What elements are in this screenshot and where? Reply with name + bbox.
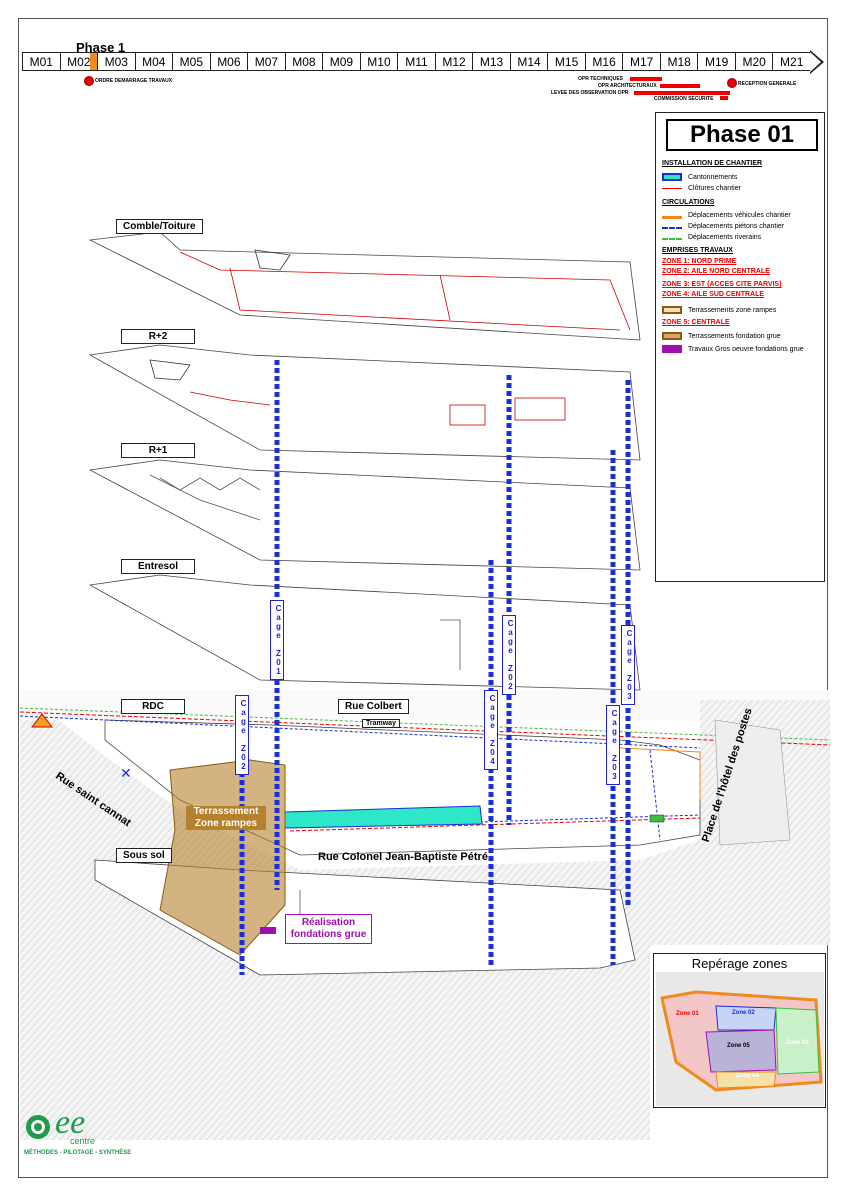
terr-rampes-swatch [662,306,682,314]
month-cell-m18: M18 [659,52,699,71]
opr-tech-bar [630,77,662,81]
legend-clotures: Clôtures chantier [688,185,741,192]
r1-plan [88,459,641,571]
month-cell-m01: M01 [22,52,61,71]
zone03-label: Zone 03 [786,1040,809,1046]
commission-bar [720,96,728,100]
start-milestone-label: ORDRE DEMARRAGE TRAVAUX [95,78,173,84]
month-cell-m11: M11 [397,52,436,71]
levee-label: LEVEE DES OBSERVATION OPR [551,90,629,96]
legend-terr-rampes: Terrassements zone rampes [688,307,777,314]
cage-z02-label-right: Cage Z02 [502,615,516,695]
logo-sub: centre [70,1136,96,1146]
month-cell-m21: M21 [772,52,811,71]
road-sign [30,713,54,728]
month-cell-m12: M12 [434,52,474,71]
note-terrassement: Terrassement Zone rampes [186,806,266,830]
legend-title: Phase 01 [666,119,818,151]
street-colbert: Rue Colbert [338,699,409,714]
month-cell-m09: M09 [322,52,361,71]
cage-z04-label: Cage Z04 [484,690,498,770]
legend-vehicules: Déplacements véhicules chantier [688,212,791,219]
floor-label-r2: R+2 [121,329,195,344]
cage-z03-label-right: Cage Z03 [621,625,635,705]
go-grue-swatch [662,345,682,353]
logo-name: ee [55,1104,86,1141]
pietons-swatch [662,227,682,229]
month-cell-m20: M20 [734,52,774,71]
month-cell-m17: M17 [622,52,661,71]
floor-label-rdc: RDC [121,699,185,714]
reception-label: RECEPTION GENERALE [738,81,797,87]
floor-label-entresol: Entresol [121,559,195,574]
zone05-label: Zone 05 [727,1043,750,1049]
legend-zone3: ZONE 3: EST (ACCES CITE PARVIS) [662,281,782,288]
floor-label-r1: R+1 [121,443,195,458]
cantonnements-swatch [662,173,682,181]
legend-zone1: ZONE 1: NORD PRIME [662,258,737,265]
opr-tech-label: OPR TECHNIQUES [578,76,624,82]
zones-map: Repérage zones Zone 01 Zone 02 Zone 03 Z… [653,953,826,1108]
floor-label-soussol: Sous sol [116,848,172,863]
street-petre: Rue Colonel Jean-Baptiste Pétré [318,851,488,863]
opr-archi-label: OPR ARCHITECTURAUX [598,83,657,89]
timeline-arrow-inner [810,52,821,72]
month-cell-m14: M14 [509,52,549,71]
cage-z03-label-left: Cage Z03 [606,705,620,785]
month-cell-m07: M07 [247,52,286,71]
zones-map-title: Repérage zones [691,956,788,971]
vehicules-swatch [662,216,682,219]
levee-bar [634,91,730,95]
month-cell-m06: M06 [209,52,249,71]
reception-milestone-dot [727,78,737,88]
street-tramway: Tramway [362,719,400,728]
page-frame [18,18,828,1178]
r2-plan [88,344,641,461]
month-cell-m19: M19 [697,52,736,71]
commission-label: COMMISSION SECURITE [654,96,714,102]
month-cell-m04: M04 [134,52,174,71]
zone02-label: Zone 02 [732,1010,755,1016]
legend-terr-grue: Terrassements fondation grue [688,333,781,340]
terr-grue-swatch [662,332,682,340]
ee-centre-logo-icon [26,1115,50,1139]
logo-tagline: MÉTHODES - PILOTAGE - SYNTHÈSE [24,1150,132,1156]
entresol-plan [88,574,641,691]
legend-zone2: ZONE 2: AILE NORD CENTRALE [662,268,770,275]
note-fondations: Réalisation fondations grue [285,914,372,944]
month-cell-m10: M10 [359,52,399,71]
legend-go-grue: Travaux Gros oeuvre fondations grue [688,346,804,353]
cage-z01-label: Cage Z01 [270,600,284,680]
riverains-swatch [662,238,682,240]
legend-pietons: Déplacements piétons chantier [688,223,785,230]
zone04-label: Zone 04 [736,1073,759,1079]
phase-label: Phase 1 [76,40,126,55]
legend-install-title: INSTALLATION DE CHANTIER [662,160,763,167]
floor-label-comble: Comble/Toiture [116,219,203,234]
opr-archi-bar [660,84,700,88]
month-cell-m03: M03 [97,52,136,71]
svg-text:✕: ✕ [120,765,132,781]
cage-z02-label-left: Cage Z02 [235,695,249,775]
zone01-label: Zone 01 [676,1011,699,1017]
legend-emprises-title: EMPRISES TRAVAUX [662,247,733,254]
zones-map-drawing [656,972,824,1106]
legend-circ-title: CIRCULATIONS [662,199,715,206]
start-milestone-dot [84,76,94,86]
legend-cantonnements: Cantonnements [688,174,738,181]
clotures-swatch [662,188,682,189]
legend-zone5: ZONE 5: CENTRALE [662,319,730,326]
month-cell-m16: M16 [584,52,624,71]
legend-riverains: Déplacements riverains [688,234,762,241]
legend-zone4: ZONE 4: AILE SUD CENTRALE [662,291,765,298]
green-access-marker [649,814,665,823]
month-cell-m15: M15 [547,52,586,71]
month-cell-m05: M05 [172,52,211,71]
comble-plan [88,231,641,341]
legend-box: Phase 01 INSTALLATION DE CHANTIER Canton… [655,112,825,582]
grue-foundation-block [260,927,276,934]
